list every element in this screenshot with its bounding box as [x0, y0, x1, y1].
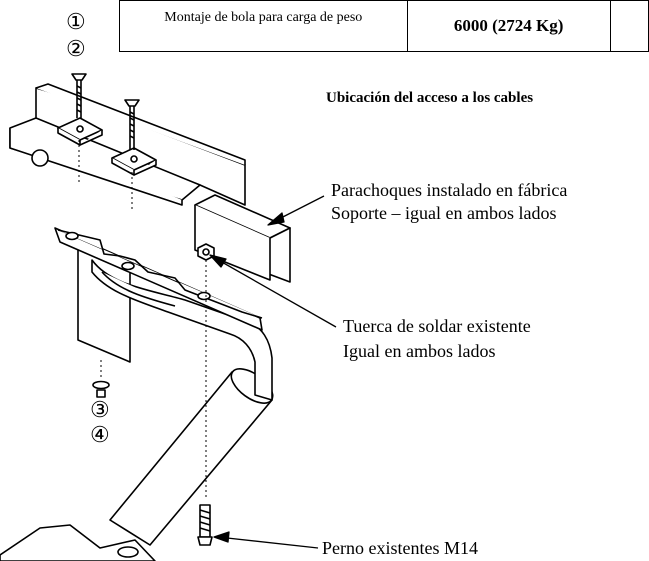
part-number-4: ④	[90, 422, 110, 447]
spec-description: Montaje de bola para carga de peso	[164, 10, 363, 25]
spec-row: Montaje de bola para carga de peso 6000 …	[119, 0, 649, 52]
bumper-callout-line1: Parachoques instalado en fábrica	[331, 180, 568, 200]
spec-extra-cell	[609, 0, 649, 52]
part-number-1: ①	[66, 9, 86, 34]
spec-table: Montaje de bola para carga de peso 6000 …	[119, 0, 649, 52]
weldnut-callout-line2: Igual en ambos lados	[343, 341, 496, 361]
cable-access-heading: Ubicación del acceso a los cables	[326, 90, 534, 106]
part-number-3: ③	[90, 397, 110, 422]
bolts	[71, 73, 215, 546]
receiver-bar	[0, 368, 274, 561]
spec-description-cell: Montaje de bola para carga de peso	[119, 0, 408, 52]
bolt-callout: Perno existentes M14	[322, 538, 478, 558]
leader-lines	[209, 195, 337, 549]
bumper-callout-line2: Soporte – igual en ambos lados	[331, 203, 557, 223]
weldnut-callout-line1: Tuerca de soldar existente	[343, 316, 531, 336]
main-bracket	[9, 83, 246, 206]
spec-capacity-cell: 6000 (2724 Kg)	[406, 0, 611, 52]
center-lines	[78, 140, 207, 500]
square-washers	[57, 117, 157, 176]
part-number-2: ②	[66, 36, 86, 61]
cross-bar	[54, 227, 263, 331]
bumper-bracket	[194, 194, 291, 283]
spec-capacity: 6000 (2724 Kg)	[453, 16, 564, 35]
